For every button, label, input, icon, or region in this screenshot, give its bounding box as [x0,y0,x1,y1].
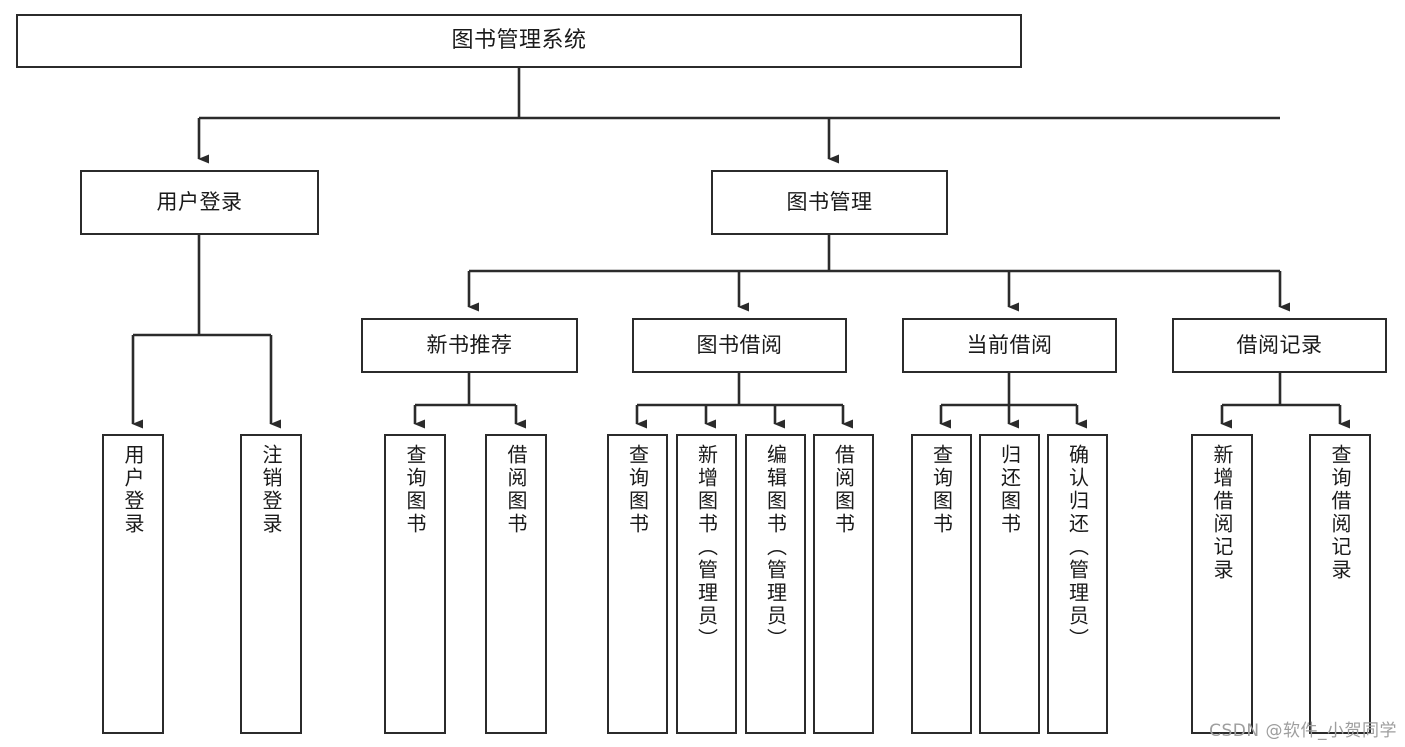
node-label: 新增借阅记录 [1210,444,1234,582]
node-label: 借阅记录 [1236,333,1323,358]
node-label: 借阅图书 [831,444,856,536]
node-label: 新书推荐 [426,333,513,358]
leaf-new-book-borrow-book[interactable]: 借阅图书 [485,434,547,734]
node-label: 查询图书 [625,444,650,536]
node-user-login[interactable]: 用户登录 [80,170,319,235]
leaf-current-borrow-return-book[interactable]: 归还图书 [979,434,1040,734]
node-label: 图书管理 [786,190,873,215]
node-label: 用户登录 [121,444,145,536]
leaf-user-login-logout[interactable]: 注销登录 [240,434,302,734]
node-label: 查询图书 [403,444,427,536]
leaf-book-borrow-borrow-book[interactable]: 借阅图书 [813,434,874,734]
leaf-book-borrow-edit-book[interactable]: 编辑图书（管理员） [745,434,806,734]
node-borrow-records[interactable]: 借阅记录 [1172,318,1387,373]
leaf-current-borrow-query-book[interactable]: 查询图书 [911,434,972,734]
node-label: 用户登录 [156,190,243,215]
node-root-system[interactable]: 图书管理系统 [16,14,1022,68]
node-label: 归还图书 [997,444,1022,536]
leaf-new-book-query-book[interactable]: 查询图书 [384,434,446,734]
node-label: 借阅图书 [504,444,528,536]
node-label: 注销登录 [259,444,283,536]
node-label: 图书借阅 [696,333,783,358]
leaf-current-borrow-confirm-return[interactable]: 确认归还（管理员） [1047,434,1108,734]
node-label: 编辑图书（管理员） [763,444,788,651]
leaf-book-borrow-query-book[interactable]: 查询图书 [607,434,668,734]
node-label: 图书管理系统 [451,28,587,54]
leaf-borrow-records-query-record[interactable]: 查询借阅记录 [1309,434,1371,734]
node-book-borrow[interactable]: 图书借阅 [632,318,847,373]
node-label: 查询图书 [929,444,954,536]
node-label: 确认归还（管理员） [1065,444,1090,651]
leaf-book-borrow-add-book[interactable]: 新增图书（管理员） [676,434,737,734]
leaf-borrow-records-add-record[interactable]: 新增借阅记录 [1191,434,1253,734]
node-book-management[interactable]: 图书管理 [711,170,948,235]
leaf-user-login-login[interactable]: 用户登录 [102,434,164,734]
node-new-book-recommend[interactable]: 新书推荐 [361,318,578,373]
node-label: 查询借阅记录 [1328,444,1352,582]
node-current-borrow[interactable]: 当前借阅 [902,318,1117,373]
watermark: CSDN @软件_小贺同学 [1209,721,1397,741]
node-label: 新增图书（管理员） [694,444,719,651]
node-label: 当前借阅 [966,333,1053,358]
